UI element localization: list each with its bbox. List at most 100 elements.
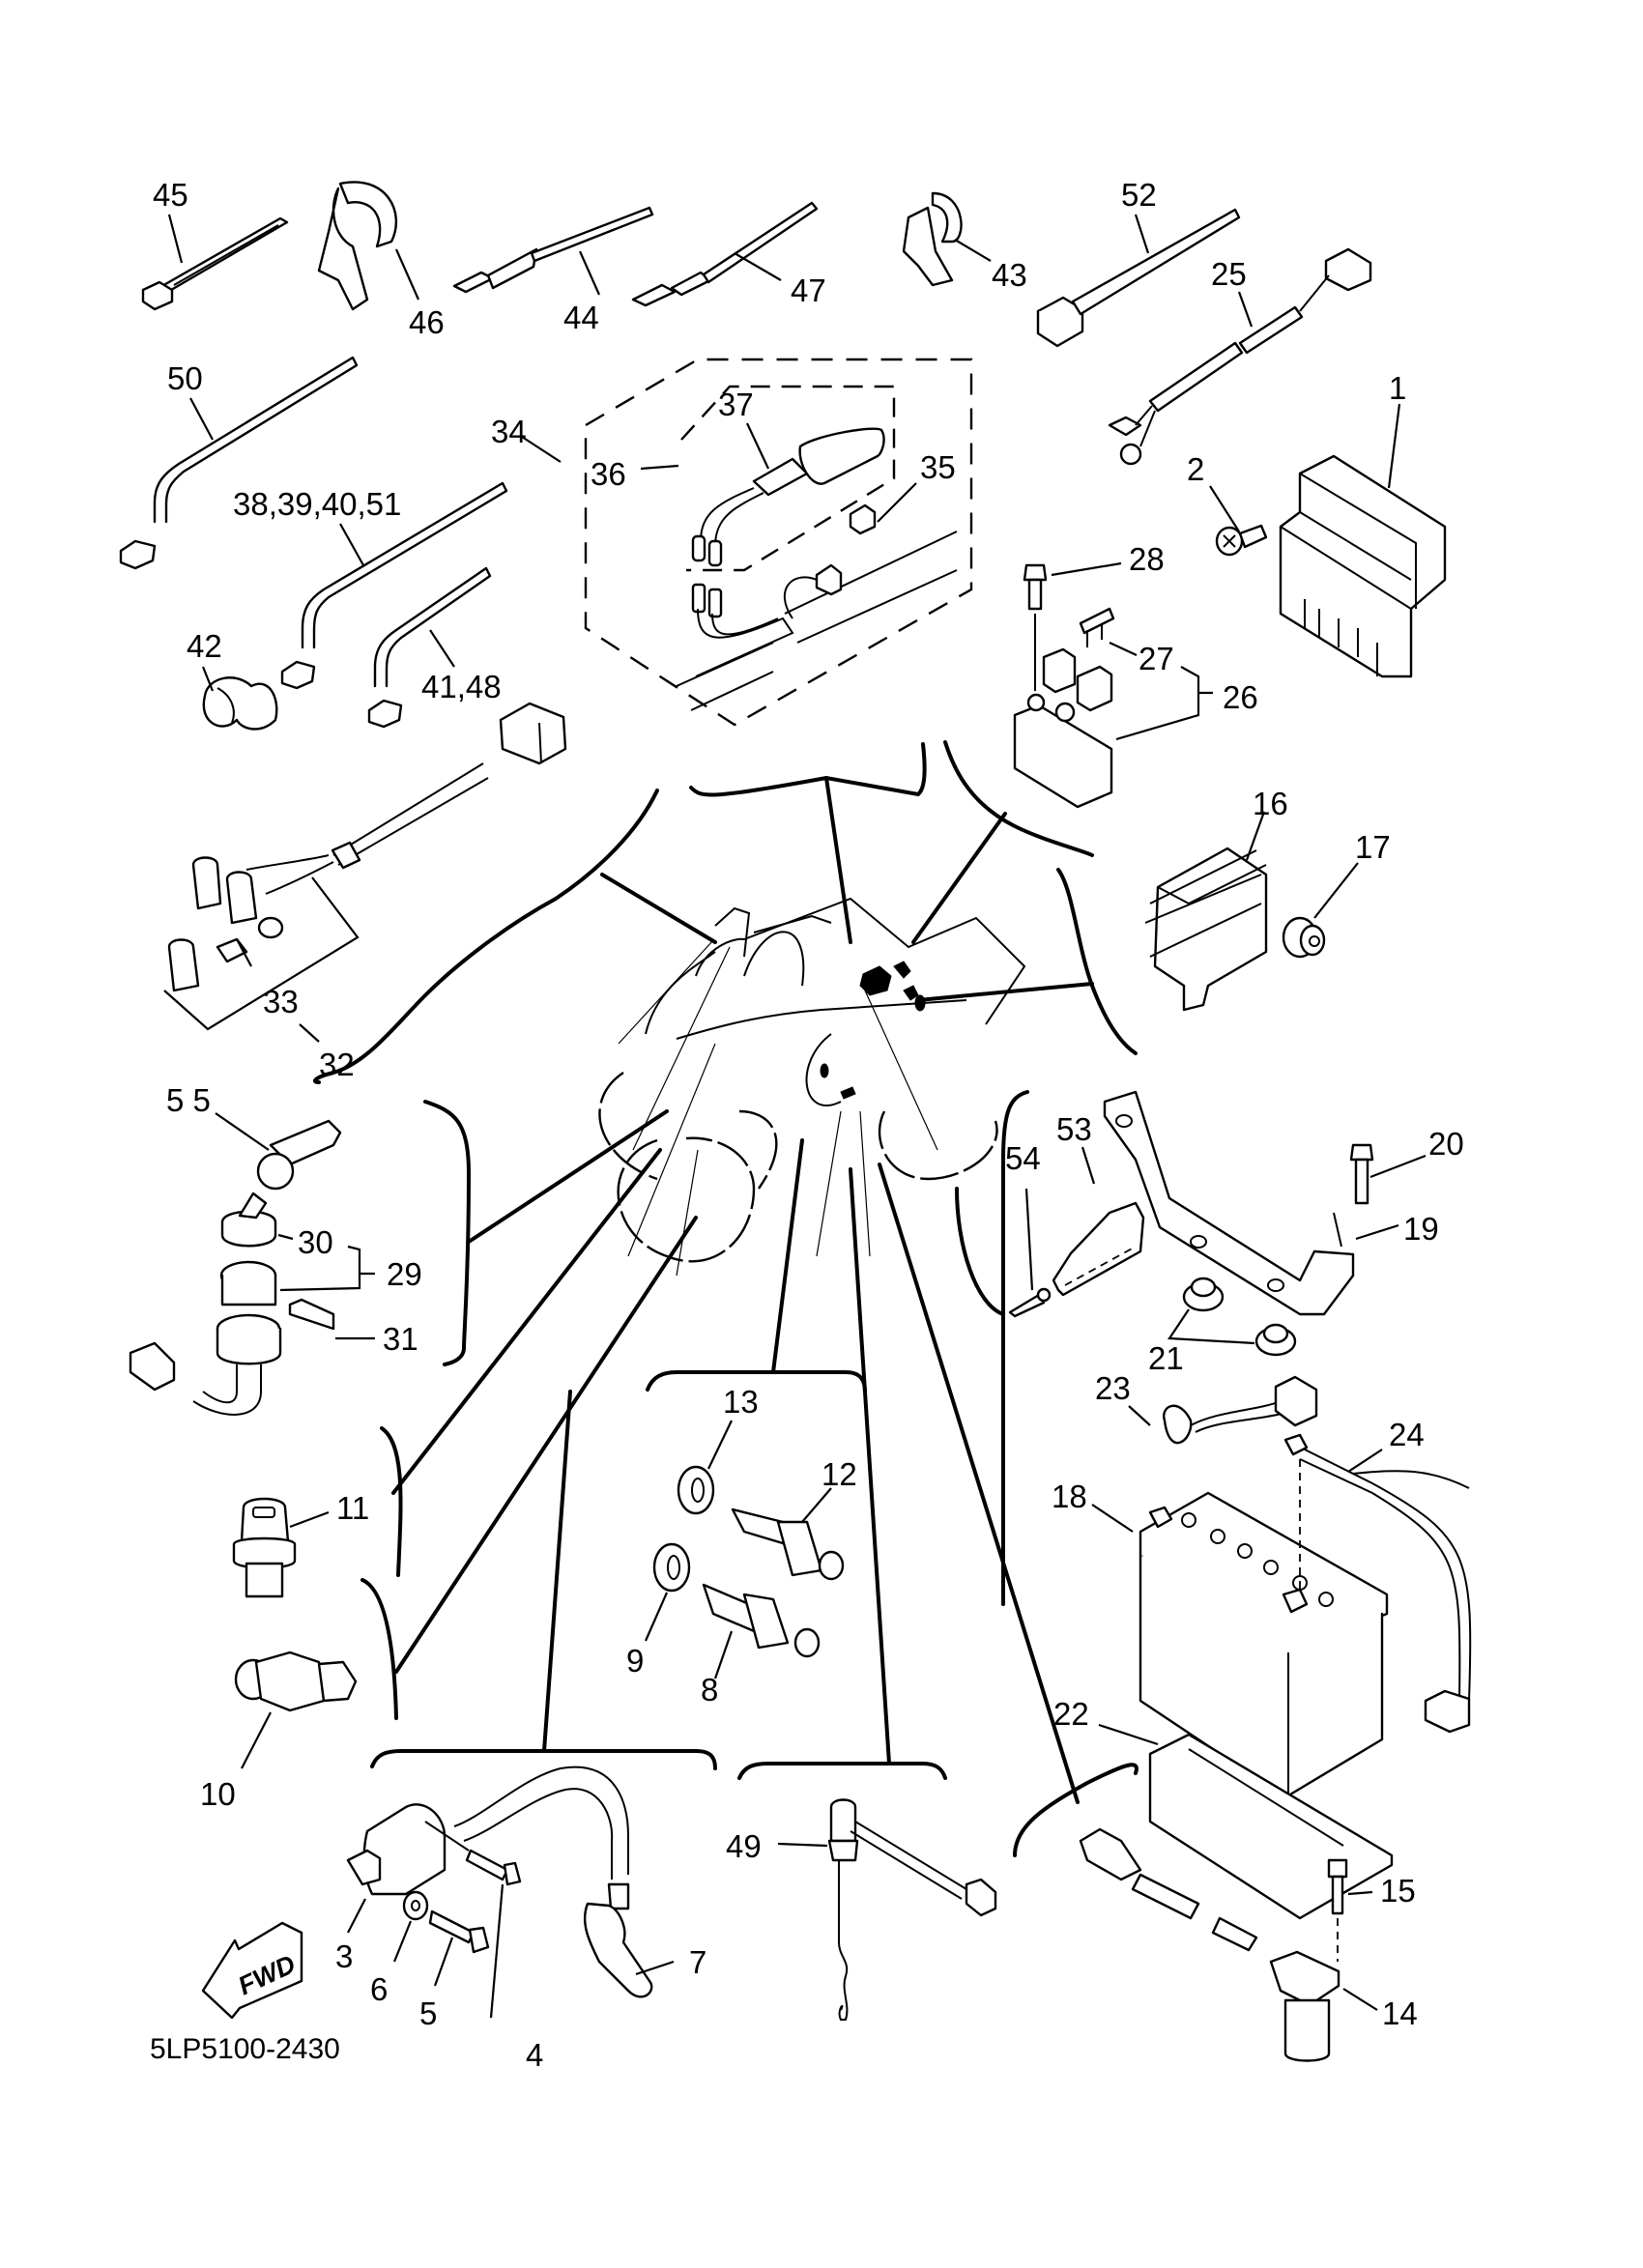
callout-12[interactable]: 12	[822, 1456, 857, 1492]
callout-15[interactable]: 15	[1380, 1873, 1416, 1909]
part-27-fuse[interactable]	[1079, 607, 1115, 647]
leader-15	[1347, 1890, 1373, 1896]
callout-10[interactable]: 10	[200, 1776, 236, 1812]
part-19-battery-band[interactable]	[1103, 1090, 1355, 1316]
callout-38[interactable]: 38,39,40,51	[233, 486, 401, 522]
bracket-21	[1167, 1308, 1255, 1345]
part-25-lead-wire[interactable]	[1108, 247, 1372, 466]
callout-30[interactable]: 30	[298, 1224, 333, 1260]
callout-31[interactable]: 31	[383, 1321, 418, 1357]
leader-22	[1098, 1723, 1159, 1746]
part-6-washer[interactable]	[402, 1890, 429, 1921]
callout-19[interactable]: 19	[1403, 1211, 1439, 1247]
part-44-cable-tie[interactable]	[452, 206, 654, 294]
callout-7[interactable]: 7	[689, 1944, 706, 1980]
callout-21[interactable]: 21	[1148, 1340, 1184, 1376]
callout-36[interactable]: 36	[591, 456, 626, 492]
callout-55[interactable]: 5 5	[166, 1082, 211, 1118]
part-32-sub-lead[interactable]	[167, 702, 567, 992]
part-45-cable-tie[interactable]	[141, 216, 289, 311]
part-4-bolt[interactable]	[424, 1821, 522, 1886]
callout-25[interactable]: 25	[1211, 256, 1247, 292]
callout-26[interactable]: 26	[1223, 679, 1258, 715]
callout-6[interactable]: 6	[370, 1971, 388, 2007]
callout-44[interactable]: 44	[563, 300, 599, 335]
callout-1[interactable]: 1	[1389, 370, 1406, 406]
callout-37[interactable]: 37	[718, 387, 754, 422]
part-41-cable-tie[interactable]	[367, 566, 492, 729]
part-12-switch[interactable]	[731, 1507, 845, 1581]
callout-41[interactable]: 41,48	[421, 669, 502, 704]
part-10-switch[interactable]	[234, 1651, 358, 1712]
callout-54[interactable]: 54	[1005, 1140, 1041, 1176]
part-49-brake-switch[interactable]	[827, 1798, 997, 2021]
part-31-plate[interactable]	[288, 1298, 335, 1331]
part-9-washer[interactable]	[652, 1542, 691, 1593]
callout-45[interactable]: 45	[153, 177, 188, 213]
callout-46[interactable]: 46	[409, 304, 445, 340]
callout-4[interactable]: 4	[526, 2037, 543, 2073]
callout-53[interactable]: 53	[1056, 1111, 1092, 1147]
part-24-lead[interactable]	[1283, 1433, 1472, 1734]
callout-22[interactable]: 22	[1053, 1696, 1089, 1732]
callout-24[interactable]: 24	[1389, 1417, 1425, 1452]
callout-23[interactable]: 23	[1095, 1370, 1131, 1406]
callout-47[interactable]: 47	[791, 273, 826, 308]
callout-28[interactable]: 28	[1129, 541, 1165, 577]
callout-16[interactable]: 16	[1253, 786, 1288, 821]
callout-17[interactable]: 17	[1355, 829, 1391, 865]
part-53-cover[interactable]	[1052, 1201, 1145, 1297]
callout-29[interactable]: 29	[387, 1256, 422, 1292]
callout-50[interactable]: 50	[167, 360, 203, 396]
part-46-clamp[interactable]	[317, 181, 397, 311]
callout-33[interactable]: 33	[263, 984, 299, 1019]
part-13-washer[interactable]	[677, 1465, 715, 1515]
part-18-battery[interactable]	[1139, 1459, 1389, 1799]
part-28-bolt[interactable]	[1023, 563, 1048, 691]
callout-35[interactable]: 35	[920, 449, 956, 485]
callout-43[interactable]: 43	[992, 257, 1027, 293]
callout-13[interactable]: 13	[723, 1384, 759, 1420]
callout-2[interactable]: 2	[1187, 451, 1204, 487]
part-26-starter-relay[interactable]	[1013, 647, 1113, 809]
part-16-rectifier-regulator[interactable]	[1144, 847, 1268, 1012]
leader-23	[1128, 1405, 1151, 1426]
part-7-spark-plug-cap[interactable]	[453, 1766, 653, 1998]
part-1-cdi-unit[interactable]	[1279, 454, 1447, 678]
part-8-switch[interactable]	[702, 1583, 821, 1658]
part-2-screw[interactable]	[1215, 524, 1268, 557]
part-50-cable-tie[interactable]	[119, 356, 359, 570]
callout-27[interactable]: 27	[1139, 641, 1174, 676]
part-20-bolt[interactable]	[1333, 1143, 1374, 1248]
part-14-speed-sensor[interactable]	[1079, 1827, 1340, 2062]
callout-11[interactable]: 11	[336, 1490, 369, 1526]
part-47-cable-tie[interactable]	[631, 201, 819, 307]
callout-14[interactable]: 14	[1382, 1995, 1418, 2031]
callout-34[interactable]: 34	[491, 414, 527, 449]
callout-20[interactable]: 20	[1428, 1126, 1464, 1162]
part-5-bolt[interactable]	[428, 1909, 490, 1954]
wire-harness-group[interactable]	[584, 358, 973, 727]
part-15-bolt[interactable]	[1327, 1858, 1348, 1962]
callout-9[interactable]: 9	[626, 1643, 644, 1679]
part-3-ignition-coil[interactable]	[346, 1803, 447, 1896]
part-54-rivet[interactable]	[1008, 1287, 1052, 1318]
callout-8[interactable]: 8	[701, 1672, 718, 1708]
part-21-damper[interactable]	[1182, 1277, 1297, 1357]
part-42-clamp[interactable]	[202, 676, 278, 731]
part-52-cable-tie[interactable]	[1036, 208, 1241, 348]
callout-3[interactable]: 3	[335, 1938, 353, 1974]
leader-55	[215, 1112, 270, 1151]
callout-42[interactable]: 42	[187, 628, 222, 664]
part-43-clamp[interactable]	[902, 191, 963, 287]
callout-18[interactable]: 18	[1052, 1479, 1087, 1514]
part-11-switch[interactable]	[232, 1497, 297, 1598]
part-17-nut[interactable]	[1282, 916, 1326, 959]
callout-49[interactable]: 49	[726, 1828, 762, 1864]
part-23-lead[interactable]	[1163, 1375, 1318, 1445]
atv-overview[interactable]	[598, 897, 1026, 1263]
callout-5[interactable]: 5	[419, 1995, 437, 2031]
callout-52[interactable]: 52	[1121, 177, 1157, 213]
part-29-main-switch[interactable]	[129, 1119, 342, 1416]
part-38-cable-tie[interactable]	[280, 481, 508, 690]
